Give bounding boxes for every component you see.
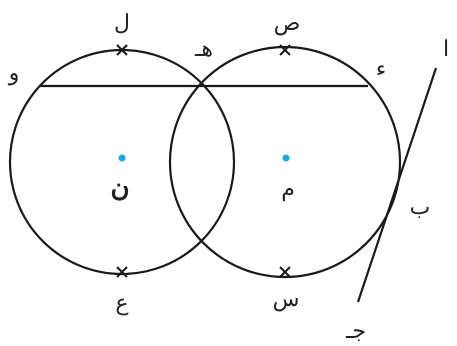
cross-mark-sad xyxy=(279,44,291,56)
center-dot-mim xyxy=(282,154,290,162)
cross-mark-ain xyxy=(116,266,128,278)
cross-mark-lam xyxy=(116,44,128,56)
circle-right xyxy=(168,45,402,279)
cross-mark-sin xyxy=(279,266,291,278)
center-dot-nun xyxy=(118,154,126,162)
label-sad: ص xyxy=(274,11,301,36)
label-jim: جـ xyxy=(345,319,366,344)
label-nun: ن xyxy=(110,173,129,203)
label-waw: و xyxy=(8,61,20,86)
label-sin: س xyxy=(273,287,300,312)
label-dal: ء xyxy=(376,57,386,82)
label-ha: هـ xyxy=(194,37,213,62)
label-mim: م xyxy=(281,177,295,202)
label-alef: ا xyxy=(443,37,449,62)
label-ba: ب xyxy=(410,195,431,220)
label-lam: ل xyxy=(114,11,130,36)
label-ain: ع xyxy=(115,291,128,316)
tangent-line xyxy=(356,67,438,303)
